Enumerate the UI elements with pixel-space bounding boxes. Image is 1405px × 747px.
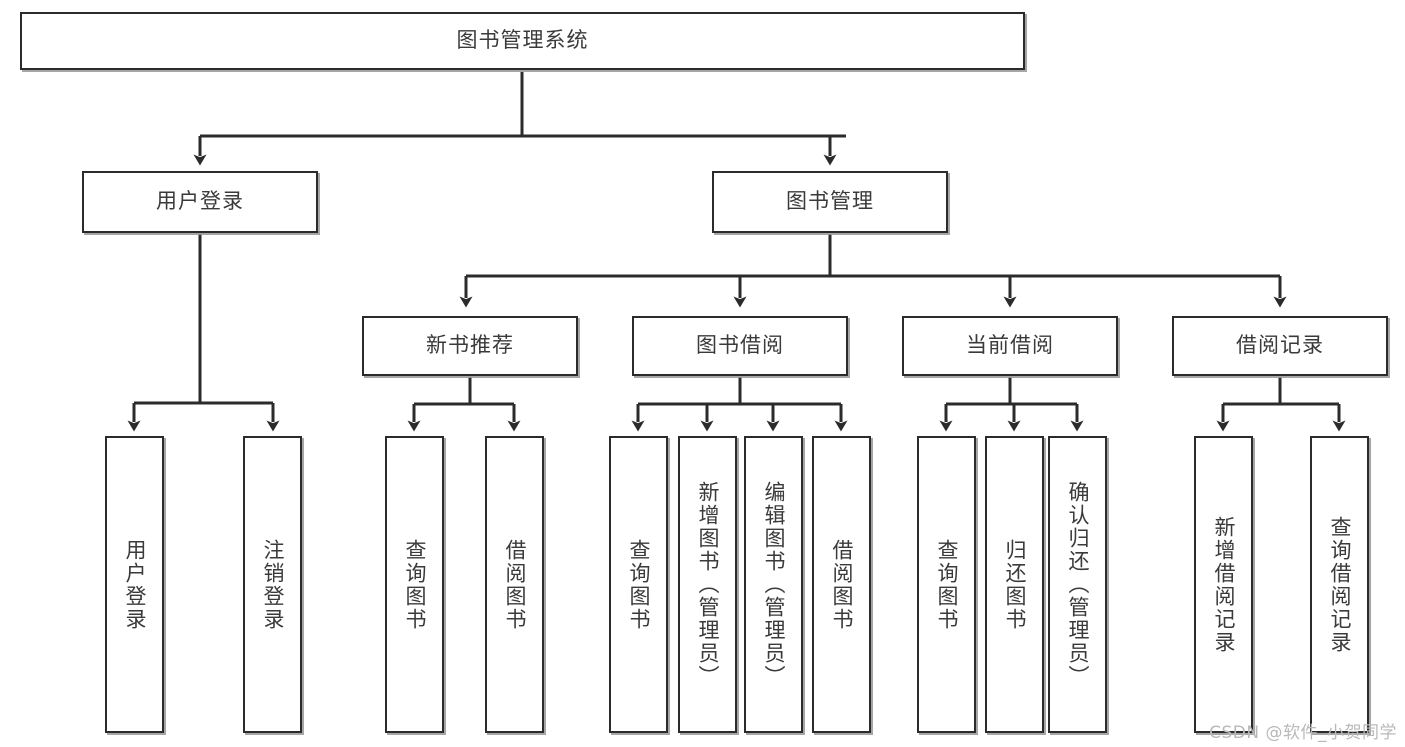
leaf-logout[interactable]: 注销登录 (243, 436, 302, 733)
node-label: 注销登录 (260, 538, 285, 631)
node-borrow-record[interactable]: 借阅记录 (1172, 316, 1388, 376)
node-label: 当前借阅 (966, 333, 1054, 358)
node-root-system[interactable]: 图书管理系统 (20, 12, 1025, 70)
node-label: 新书推荐 (426, 333, 514, 358)
node-label: 查询图书 (626, 538, 651, 631)
node-new-book-recommend[interactable]: 新书推荐 (362, 316, 578, 376)
leaf-edit-book-admin[interactable]: 编辑图书（管理员） (744, 436, 803, 733)
node-book-management[interactable]: 图书管理 (712, 171, 948, 233)
leaf-query-borrow-record[interactable]: 查询借阅记录 (1310, 436, 1369, 733)
leaf-add-borrow-record[interactable]: 新增借阅记录 (1194, 436, 1253, 733)
node-book-borrow[interactable]: 图书借阅 (632, 316, 848, 376)
node-label: 确认归还（管理员） (1065, 481, 1090, 688)
node-current-borrow[interactable]: 当前借阅 (902, 316, 1118, 376)
leaf-confirm-return-admin[interactable]: 确认归还（管理员） (1048, 436, 1107, 733)
node-label: 借阅图书 (829, 538, 854, 631)
node-label: 用户登录 (156, 189, 244, 214)
node-label: 图书管理系统 (456, 28, 589, 53)
leaf-user-login[interactable]: 用户登录 (105, 436, 164, 733)
node-label: 图书借阅 (696, 333, 784, 358)
node-label: 用户登录 (122, 538, 147, 631)
node-label: 新增图书（管理员） (695, 481, 720, 688)
node-label: 借阅图书 (502, 538, 527, 631)
leaf-query-book-recommend[interactable]: 查询图书 (385, 436, 444, 733)
node-label: 编辑图书（管理员） (761, 481, 786, 688)
node-label: 图书管理 (786, 189, 874, 214)
node-label: 查询图书 (934, 538, 959, 631)
leaf-query-book-current[interactable]: 查询图书 (917, 436, 976, 733)
node-label: 查询图书 (402, 538, 427, 631)
node-user-login[interactable]: 用户登录 (82, 171, 318, 233)
leaf-borrow-book-recommend[interactable]: 借阅图书 (485, 436, 544, 733)
node-label: 归还图书 (1002, 538, 1027, 631)
node-label: 借阅记录 (1236, 333, 1324, 358)
leaf-query-book-borrow[interactable]: 查询图书 (609, 436, 668, 733)
leaf-borrow-book[interactable]: 借阅图书 (812, 436, 871, 733)
node-label: 查询借阅记录 (1327, 515, 1352, 654)
leaf-return-book[interactable]: 归还图书 (985, 436, 1044, 733)
leaf-add-book-admin[interactable]: 新增图书（管理员） (678, 436, 737, 733)
node-label: 新增借阅记录 (1211, 515, 1236, 654)
